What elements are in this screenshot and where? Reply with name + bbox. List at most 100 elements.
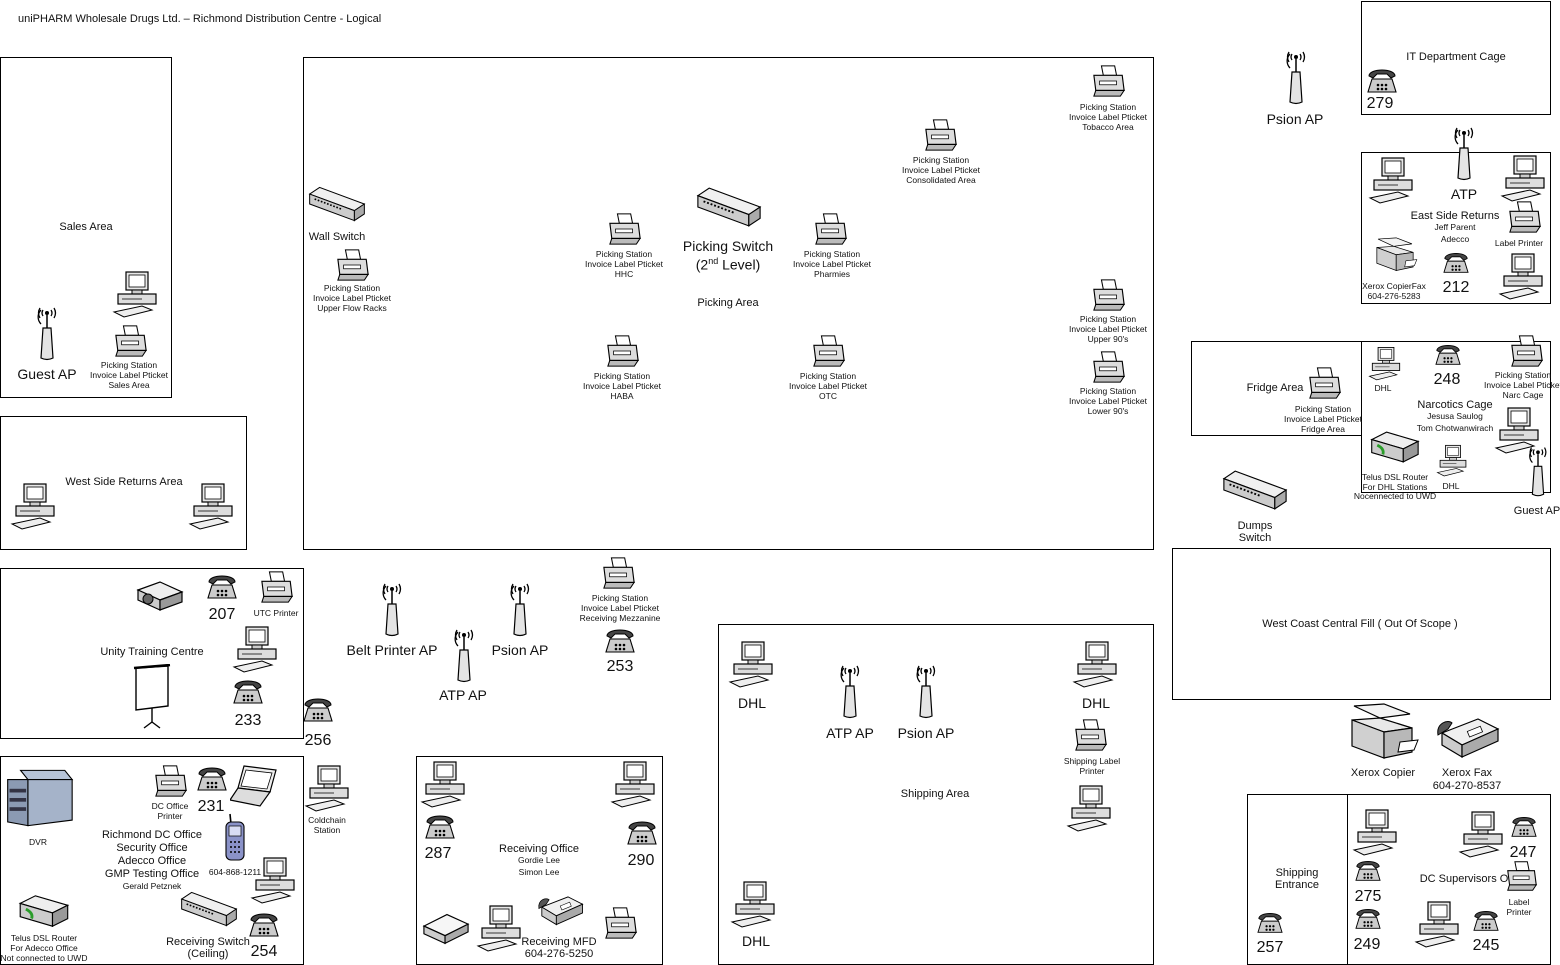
station-sales-l1: Picking Station [100,360,158,370]
narcotics-person-1: Jesusa Saulog [1427,411,1483,421]
workstation-icon [112,270,162,320]
dhl-label: DHL [1081,695,1111,711]
workstation-icon [420,760,470,810]
guest-ap-label: Guest AP [17,366,77,382]
belt-printer-ap-label: Belt Printer AP [346,642,438,658]
receiving-switch-l2: (Ceiling) [187,948,229,960]
station-hhc-l3: HHC [614,269,634,279]
workstation-icon [1352,808,1402,858]
wireless-ap-icon [838,660,862,720]
workstation-icon [232,625,282,675]
narcotics-person-2: Tom Chotwanwirach [1416,423,1494,433]
picking-switch-label-1: Picking Switch [682,238,774,254]
label-printer-label: Label Printer [1494,238,1544,248]
dhl-label: DHL [741,933,771,949]
switch-icon [696,184,762,230]
workstation-icon [1414,900,1464,950]
workstation-icon [610,760,660,810]
receiving-person-1: Gordie Lee [517,855,561,865]
station-fridge-l3: Fridge Area [1301,424,1345,434]
wireless-ap-icon [452,624,476,684]
psion-ap-label: Psion AP [491,642,549,658]
phone-icon [1472,908,1500,932]
dsl-router-icon [1368,428,1420,466]
printer-icon [1508,334,1546,368]
phone-icon [196,764,228,792]
printer-icon [1090,350,1128,384]
west-returns-label: West Side Returns Area [65,476,183,488]
workstation-icon [476,904,526,954]
richmond-person: Gerald Petznek [122,881,182,891]
printer-icon [810,334,848,368]
ext-257: 257 [1256,939,1284,956]
ext-245: 245 [1472,937,1500,954]
station-lower90-l1: Picking Station [1079,386,1137,396]
station-fridge-l1: Picking Station [1294,404,1352,414]
shipping-label-printer-l2: Printer [1079,766,1105,776]
utc-printer-label: UTC Printer [253,608,299,618]
workstation-icon [188,482,238,532]
ext-247: 247 [1509,844,1537,861]
phone-icon [1434,342,1462,366]
ext-275: 275 [1354,888,1382,905]
east-returns-person-2: Adecco [1440,234,1470,244]
workstation-icon [1072,640,1122,690]
station-haba-l2: Invoice Label Pticket [583,381,661,391]
station-consolidated-l2: Invoice Label Pticket [902,165,980,175]
station-sales-l2: Invoice Label Pticket [90,370,168,380]
cell-phone-icon [222,812,248,862]
picking-switch-label-2: (2nd Level) [695,256,761,273]
workstation-icon [1368,156,1418,206]
label-printer-2-l2: Printer [1506,907,1532,917]
dumps-switch-l1: Dumps [1237,520,1273,532]
picking-switch-level: Level) [722,256,761,273]
unity-label: Unity Training Centre [100,646,204,658]
shipping-area-label: Shipping Area [900,788,970,800]
telus-dhl-l3: Nocennected to UWD [1353,491,1437,501]
station-mezz-l2: Invoice Label Pticket [581,603,659,613]
narcotics-label: Narcotics Cage [1417,399,1493,411]
printer-icon [602,906,640,940]
station-pharmies-l3: Pharmies [814,269,850,279]
station-consolidated-l1: Picking Station [912,155,970,165]
ext-233: 233 [234,712,262,729]
shipping-entrance-label-1: Shipping [1275,867,1319,879]
ext-256: 256 [304,732,332,749]
phone-icon [1366,66,1398,94]
xerox-copierfax-l1: Xerox CopierFax [1362,281,1426,291]
ext-248: 248 [1433,371,1461,388]
station-fridge-l2: Invoice Label Pticket [1284,414,1362,424]
workstation-icon [1436,444,1470,478]
dhl-label: DHL [737,695,767,711]
station-upper90-l3: Upper 90's [1087,334,1129,344]
station-otc-l3: OTC [819,391,837,401]
workstation-icon [728,640,778,690]
narcotics-cage-box [1361,341,1551,493]
telus-adecco-l1: Telus DSL Router [10,933,78,943]
receiving-office-label: Receiving Office [499,843,579,855]
printer-icon [112,324,150,358]
label-printer-2-l1: Label [1508,897,1530,907]
station-consolidated-l3: Consolidated Area [906,175,976,185]
station-upper90-l1: Picking Station [1079,314,1137,324]
xerox-fax-l1: Xerox Fax [1441,767,1493,779]
printer-icon [1090,278,1128,312]
guest-ap-2-label: Guest AP [1513,505,1560,517]
switch-icon [1222,468,1288,512]
station-lower90-l2: Invoice Label Pticket [1069,396,1147,406]
phone-icon [1510,814,1538,838]
wireless-ap-icon [1452,122,1476,182]
station-hhc-l1: Picking Station [595,249,653,259]
printer-icon [1072,718,1110,752]
fax-icon [536,892,584,928]
telus-adecco-l3: Not connected to UWD [0,953,88,963]
shipping-entrance-label-2: Entrance [1274,879,1320,891]
station-otc-l2: Invoice Label Pticket [789,381,867,391]
phone-icon [1354,858,1382,882]
workstation-icon [730,880,780,930]
phone-icon [1354,906,1382,930]
workstation-icon [1368,346,1404,382]
telus-adecco-l2: For Adecco Office [10,943,78,953]
wireless-ap-icon [1526,442,1550,498]
printer-icon [812,212,850,246]
